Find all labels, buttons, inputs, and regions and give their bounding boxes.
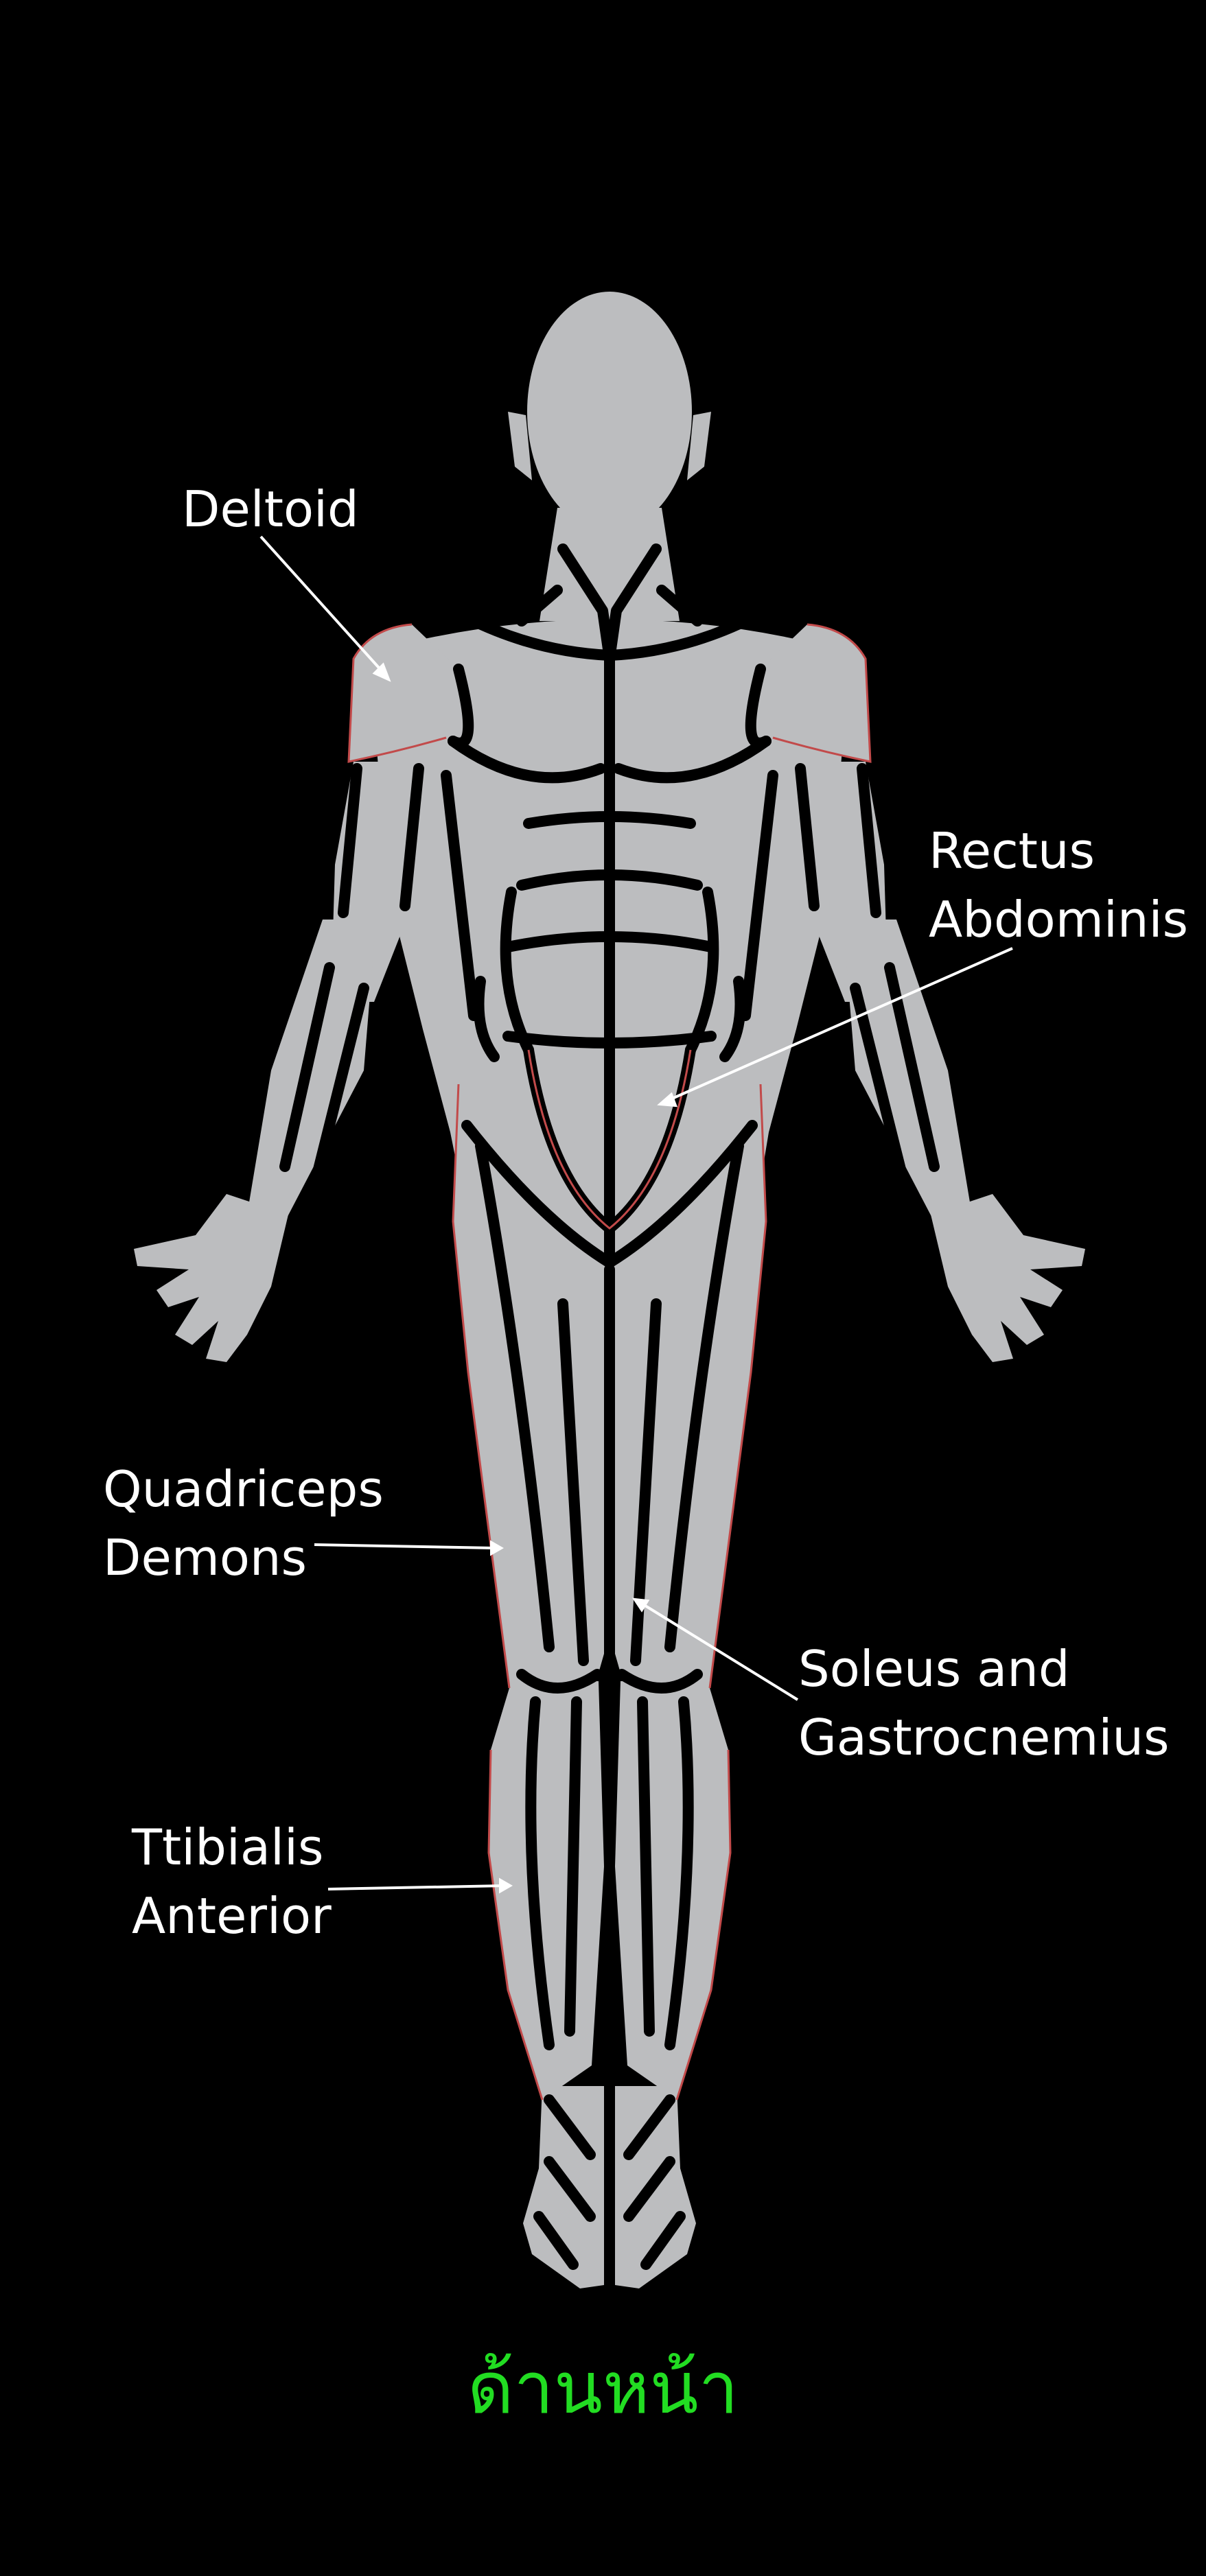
label-tibialis-anterior: Ttibialis Anterior xyxy=(132,1813,332,1950)
label-deltoid: Deltoid xyxy=(182,475,359,543)
leader-soleus xyxy=(638,1601,799,1701)
hand-left xyxy=(134,1194,288,1362)
leader-quadriceps xyxy=(314,1543,496,1549)
label-soleus-line1: Soleus and xyxy=(798,1640,1070,1698)
neck xyxy=(540,508,680,621)
deltoid-right-shape xyxy=(761,624,870,762)
label-tibialis-line2: Anterior xyxy=(132,1887,332,1945)
leader-rectus xyxy=(665,947,1013,1103)
label-quadriceps-line2: Demons xyxy=(103,1529,308,1586)
head xyxy=(527,292,692,532)
label-quadriceps-line1: Quadriceps xyxy=(103,1460,384,1518)
label-rectus-abdominis: Rectus Abdominis xyxy=(929,817,1188,954)
label-rectus-line2: Abdominis xyxy=(929,891,1188,948)
label-deltoid-text: Deltoid xyxy=(182,480,359,538)
deltoid-left-shape xyxy=(349,624,459,762)
label-tibialis-line1: Ttibialis xyxy=(132,1818,324,1876)
muscle-highlight-outlines xyxy=(347,623,872,2100)
muscle-separators xyxy=(279,543,940,2291)
ear-left xyxy=(508,412,532,480)
label-rectus-line1: Rectus xyxy=(929,822,1095,880)
leader-lines xyxy=(259,535,1013,1894)
view-caption: ด้านหน้า xyxy=(467,2346,739,2430)
forearm-right xyxy=(843,920,972,1228)
label-soleus-line2: Gastrocnemius xyxy=(798,1709,1170,1766)
label-quadriceps: Quadriceps Demons xyxy=(103,1455,384,1592)
label-soleus-gastrocnemius: Soleus and Gastrocnemius xyxy=(798,1635,1170,1772)
forearm-left xyxy=(247,920,376,1228)
leader-deltoid xyxy=(259,535,386,675)
ear-right xyxy=(687,412,711,480)
leader-tibialis xyxy=(327,1884,505,1890)
hand-right xyxy=(931,1194,1085,1362)
